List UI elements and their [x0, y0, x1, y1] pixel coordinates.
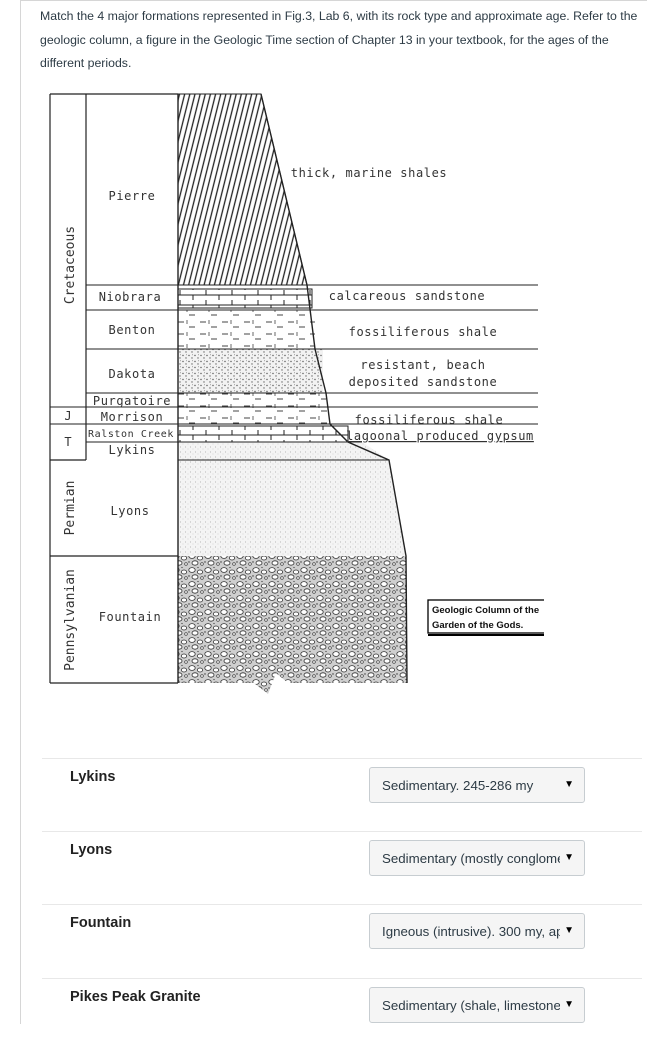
dropdown-arrow-icon: ▼	[564, 779, 574, 790]
figure-caption-box	[427, 599, 544, 634]
dakota-sandstone-pattern	[178, 349, 323, 393]
figure-caption-line2: Garden of the Gods.	[432, 620, 523, 631]
match-row-pikes-peak-granite: Pikes Peak Granite Sedimentary (shale, l…	[42, 978, 642, 1051]
match-label: Lyons	[70, 842, 113, 858]
formation-label-lykins: Lykins	[109, 443, 156, 457]
dropdown-selected-value: Igneous (intrusive). 300 my, approximate…	[382, 924, 560, 939]
lykins-pattern	[178, 442, 389, 460]
answer-dropdown[interactable]: Sedimentary (mostly conglomerate) ▼	[369, 840, 585, 876]
match-label: Fountain	[70, 915, 132, 931]
figure-caption-line1: Geologic Column of the	[432, 605, 539, 616]
description-benton: fossiliferous shale	[349, 325, 498, 339]
match-label: Pikes Peak Granite	[70, 989, 201, 1005]
dropdown-arrow-icon: ▼	[564, 999, 574, 1010]
dropdown-selected-value: Sedimentary (mostly conglomerate)	[382, 851, 560, 866]
lyons-sandstone-pattern	[178, 460, 406, 556]
formation-label-morrison: Morrison	[101, 410, 164, 424]
question-text: Match the 4 major formations represented…	[40, 9, 638, 70]
content-top-border	[20, 0, 647, 1]
period-label-permian: Permian	[63, 481, 78, 536]
niobrara-limestone-pattern	[177, 288, 313, 309]
description-niobrara: calcareous sandstone	[329, 289, 486, 303]
match-row-fountain: Fountain Igneous (intrusive). 300 my, ap…	[42, 904, 642, 977]
dropdown-arrow-icon: ▼	[564, 925, 574, 936]
purgatoire-pattern	[178, 393, 326, 407]
period-label-triassic: T	[64, 435, 71, 449]
morrison-pattern	[178, 407, 330, 424]
dropdown-selected-value: Sedimentary. 245-286 my	[382, 778, 534, 793]
match-row-lyons: Lyons Sedimentary (mostly conglomerate) …	[42, 831, 642, 904]
formation-label-fountain: Fountain	[99, 610, 162, 624]
description-morrison: fossiliferous shale	[355, 413, 504, 427]
match-label: Lykins	[70, 769, 116, 785]
period-label-jurassic: J	[64, 409, 71, 423]
pierre-shale-pattern	[177, 93, 308, 286]
description-pierre: thick, marine shales	[291, 166, 448, 180]
benton-shale-pattern	[178, 310, 315, 349]
answer-dropdown[interactable]: Sedimentary. 245-286 my ▼	[369, 767, 585, 803]
formation-label-ralston-creek: Ralston Creek	[88, 429, 174, 440]
formation-label-dakota: Dakota	[109, 367, 156, 381]
answer-dropdown[interactable]: Igneous (intrusive). 300 my, approximate…	[369, 913, 585, 949]
fountain-conglomerate-pattern	[178, 556, 407, 694]
period-label-cretaceous: Cretaceous	[63, 226, 78, 304]
formation-label-benton: Benton	[109, 323, 156, 337]
ralston-creek-gypsum-pattern	[177, 425, 349, 443]
formation-label-niobrara: Niobrara	[99, 290, 162, 304]
match-row-lykins: Lykins Sedimentary. 245-286 my ▼	[42, 758, 642, 831]
period-label-pennsylvanian: Pennsylvanian	[63, 569, 78, 671]
dropdown-selected-value: Sedimentary (shale, limestone)	[382, 998, 560, 1013]
dropdown-arrow-icon: ▼	[564, 852, 574, 863]
formation-label-purgatoire: Purgatoire	[93, 394, 171, 408]
geologic-column-figure: Cretaceous J T Permian Pennsylvanian Pie…	[49, 93, 544, 694]
description-ralston-creek: lagoonal produced gypsum	[346, 429, 534, 443]
content-left-border	[20, 0, 21, 1024]
formation-label-lyons: Lyons	[110, 504, 149, 518]
description-dakota-line1: resistant, beach	[360, 358, 485, 372]
answer-dropdown[interactable]: Sedimentary (shale, limestone) ▼	[369, 987, 585, 1023]
formation-label-pierre: Pierre	[109, 189, 156, 203]
description-dakota-line2: deposited sandstone	[349, 375, 498, 389]
